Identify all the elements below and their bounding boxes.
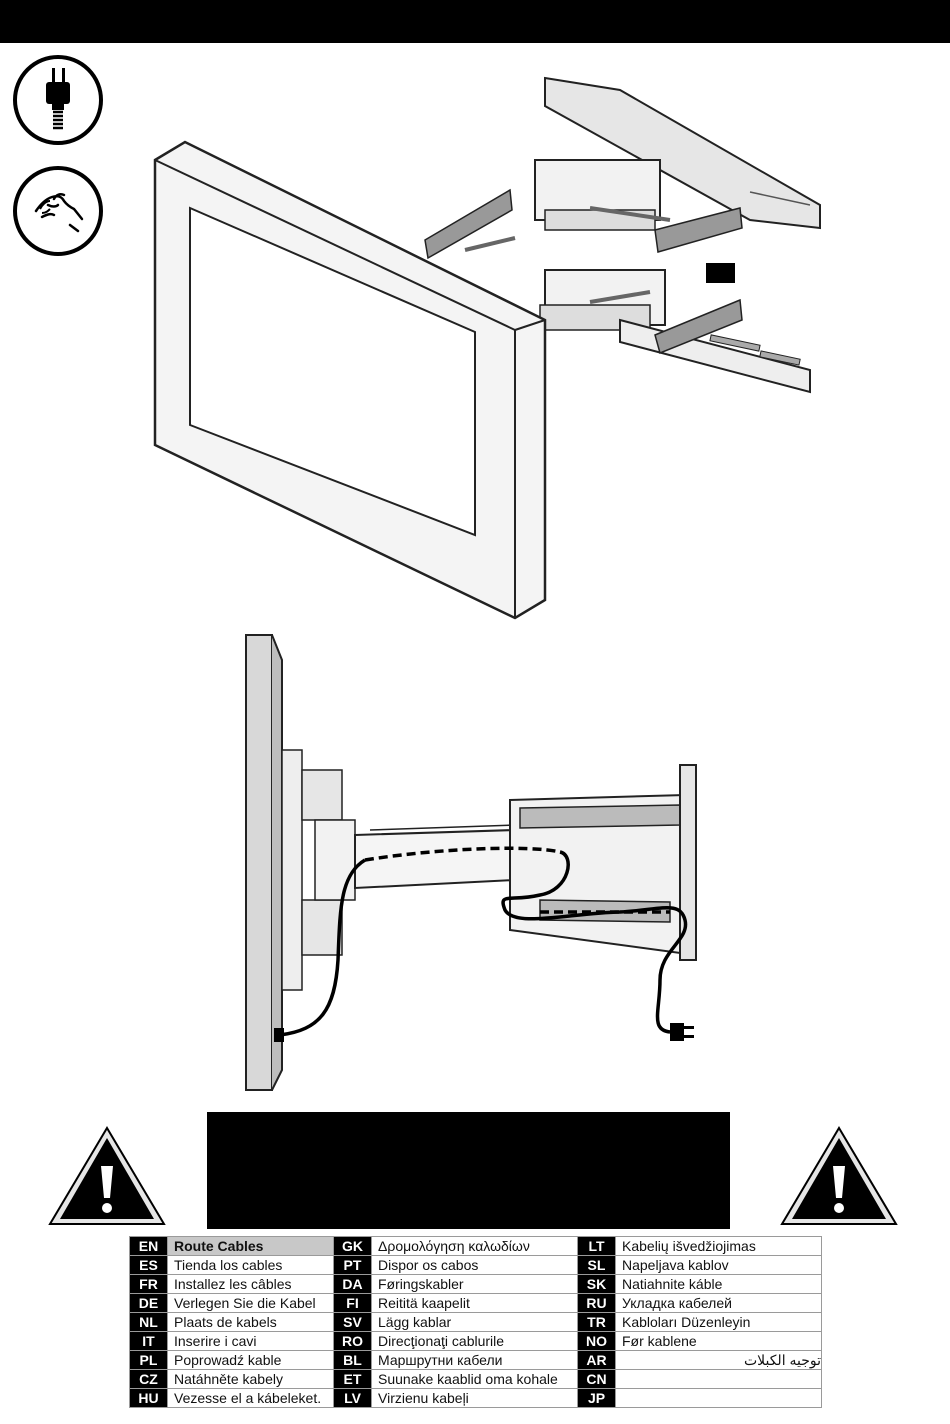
language-text: Poprowadź kable — [167, 1350, 334, 1370]
language-text: توجيه الكبلات — [615, 1350, 822, 1370]
language-text: Inserire i cavi — [167, 1331, 334, 1351]
language-text: Direcţionaţi cablurile — [371, 1331, 578, 1351]
warning-box — [207, 1112, 730, 1229]
language-code: RO — [333, 1331, 372, 1351]
header-bar — [0, 0, 950, 43]
language-text: Lägg kablar — [371, 1312, 578, 1332]
language-text: Natiahnite káble — [615, 1274, 822, 1294]
language-text: Før kablene — [615, 1331, 822, 1351]
language-text — [615, 1369, 822, 1389]
language-code: DE — [129, 1293, 168, 1313]
language-code: LV — [333, 1388, 372, 1408]
language-text: Маршрутни кабели — [371, 1350, 578, 1370]
language-text: Føringskabler — [371, 1274, 578, 1294]
language-text: Route Cables — [167, 1236, 334, 1256]
language-text: Reititä kaapelit — [371, 1293, 578, 1313]
language-text: Vezesse el a kábeleket. — [167, 1388, 334, 1408]
language-text: Napeljava kablov — [615, 1255, 822, 1275]
language-code: GK — [333, 1236, 372, 1256]
language-code: FR — [129, 1274, 168, 1294]
language-text: Plaats de kabels — [167, 1312, 334, 1332]
language-code: NL — [129, 1312, 168, 1332]
language-code: JP — [577, 1388, 616, 1408]
language-text — [615, 1388, 822, 1408]
warning-triangle-icon — [780, 1126, 898, 1225]
hand-icon — [13, 166, 103, 256]
language-code: ET — [333, 1369, 372, 1389]
language-code: BL — [333, 1350, 372, 1370]
language-code: CZ — [129, 1369, 168, 1389]
language-code: FI — [333, 1293, 372, 1313]
language-text: Δρομολόγηση καλωδίων — [371, 1236, 578, 1256]
language-text: Tienda los cables — [167, 1255, 334, 1275]
language-code: ES — [129, 1255, 168, 1275]
warning-triangle-icon — [48, 1126, 166, 1225]
language-code: AR — [577, 1350, 616, 1370]
language-code: SV — [333, 1312, 372, 1332]
language-code: PT — [333, 1255, 372, 1275]
language-code: SK — [577, 1274, 616, 1294]
tv-mount-diagram — [153, 76, 821, 620]
language-text: Virzienu kabeļi — [371, 1388, 578, 1408]
language-code: NO — [577, 1331, 616, 1351]
language-code: DA — [333, 1274, 372, 1294]
language-text: Verlegen Sie die Kabel — [167, 1293, 334, 1313]
language-code: LT — [577, 1236, 616, 1256]
language-text: Dispor os cabos — [371, 1255, 578, 1275]
language-code: HU — [129, 1388, 168, 1408]
plug-icon — [13, 55, 103, 145]
language-code: PL — [129, 1350, 168, 1370]
language-text: Suunake kaablid oma kohale — [371, 1369, 578, 1389]
language-code: CN — [577, 1369, 616, 1389]
language-text: Installez les câbles — [167, 1274, 334, 1294]
language-code: RU — [577, 1293, 616, 1313]
language-text: Natáhněte kabely — [167, 1369, 334, 1389]
language-text: Укладка кабелей — [615, 1293, 822, 1313]
language-text: Kabloları Düzenleyin — [615, 1312, 822, 1332]
language-code: SL — [577, 1255, 616, 1275]
language-code: TR — [577, 1312, 616, 1332]
cable-routing-diagram — [245, 634, 697, 1091]
language-code: EN — [129, 1236, 168, 1256]
language-text: Kabelių išvedžiojimas — [615, 1236, 822, 1256]
language-code: IT — [129, 1331, 168, 1351]
